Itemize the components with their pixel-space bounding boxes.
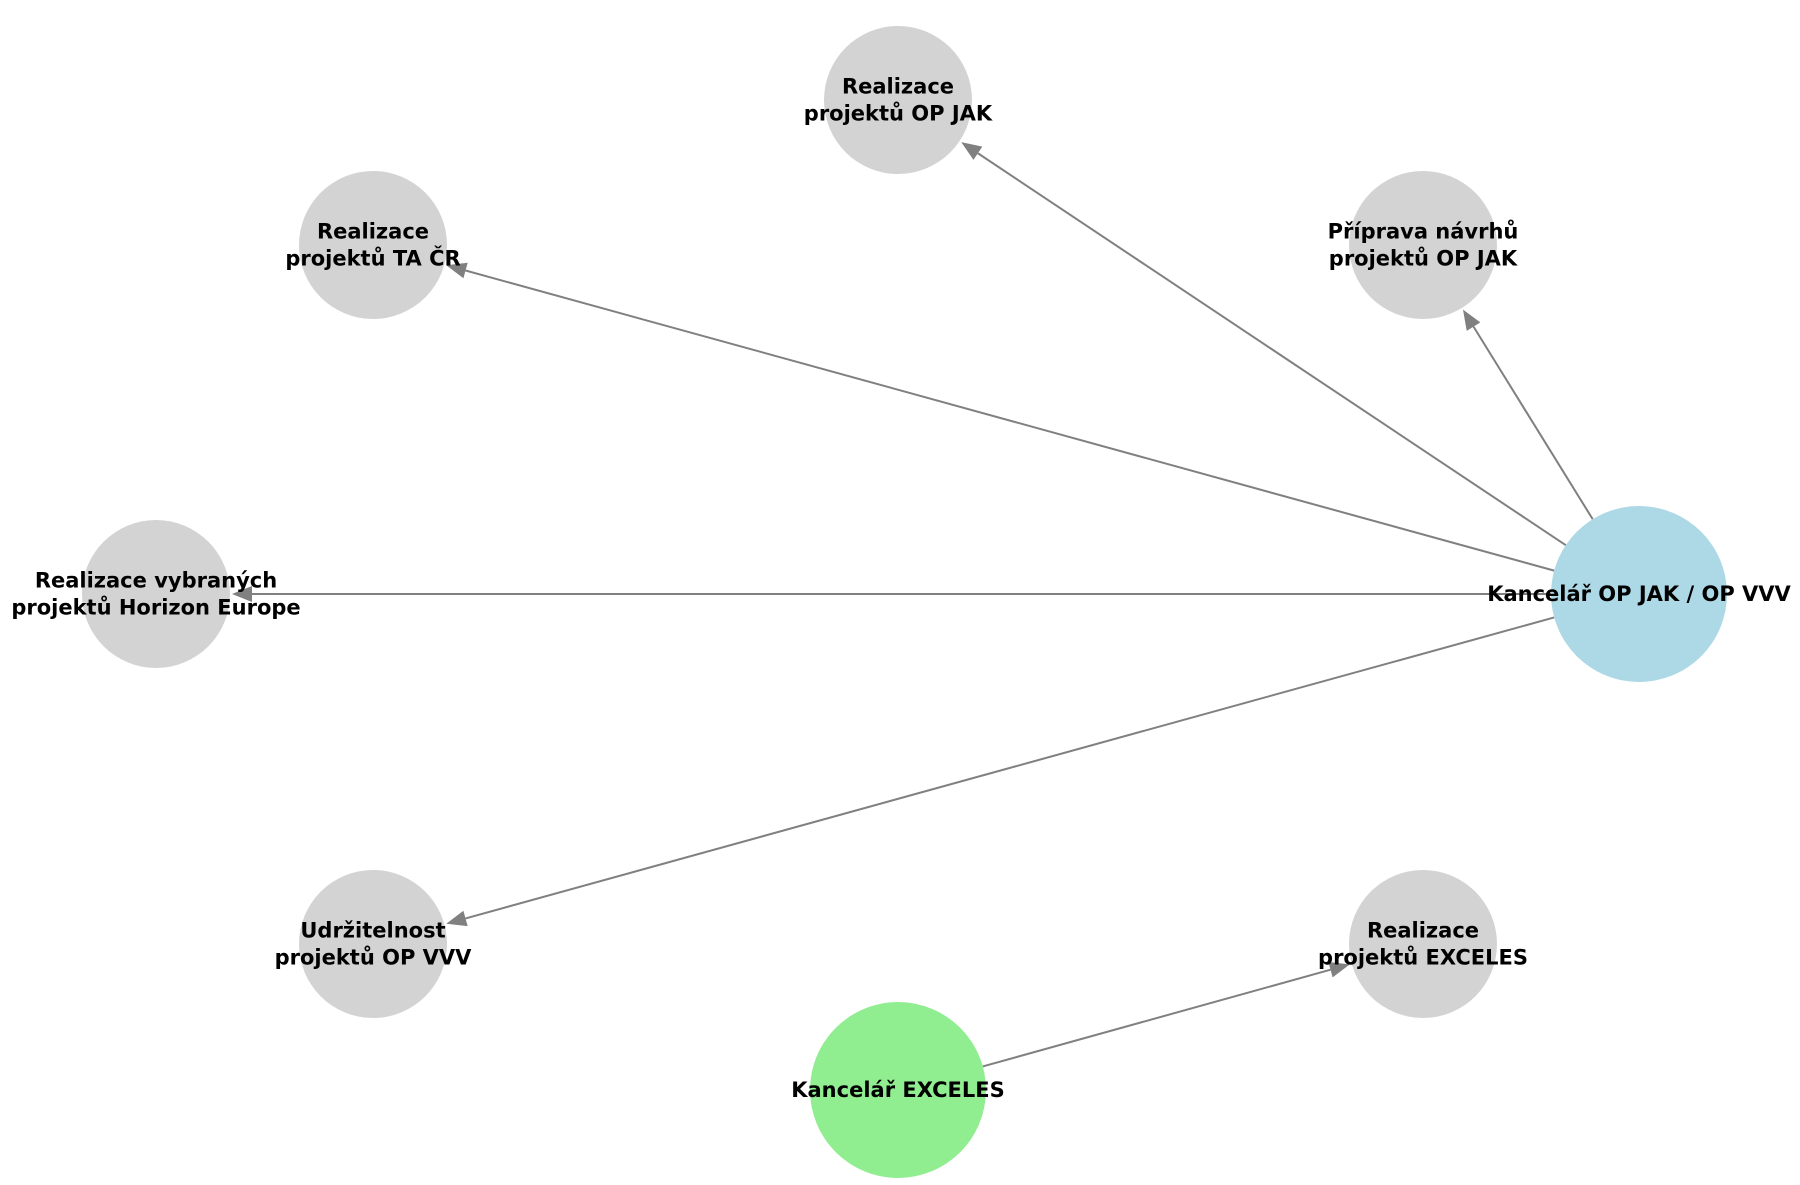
edge-line — [465, 269, 1555, 572]
node-label: Realizace — [317, 220, 429, 244]
nodes-layer: Kancelář OP JAK / OP VVV Kancelář EXCELES… — [11, 26, 1792, 1178]
node-label: projektů Horizon Europe — [11, 596, 300, 620]
edge-line — [982, 968, 1331, 1068]
edge-line — [977, 152, 1567, 547]
node-label: Kancelář EXCELES — [791, 1078, 1005, 1102]
node-realizace-horizon: Realizace vybraných projektů Horizon Euro… — [11, 520, 301, 668]
edge-kancelar-op-jak-to-realizace-op-jak — [961, 142, 1567, 547]
node-label: projektů OP JAK — [1329, 247, 1518, 271]
arrowhead-icon — [446, 910, 468, 927]
node-label: projektů TA ČR — [285, 246, 460, 271]
node-circle — [810, 1002, 986, 1178]
node-label: Příprava návrhů — [1328, 220, 1519, 244]
node-label: projektů EXCELES — [1318, 946, 1528, 970]
node-kancelar-op-jak: Kancelář OP JAK / OP VVV — [1487, 506, 1792, 682]
edge-line — [465, 616, 1555, 920]
arrowhead-icon — [1328, 962, 1350, 978]
edges-layer — [232, 142, 1594, 1068]
node-udrzitelnost-op-vvv: Udržitelnost projektů OP VVV — [275, 870, 473, 1018]
node-label: Realizace vybraných — [35, 569, 277, 593]
node-label: Realizace — [842, 75, 954, 99]
edge-line — [1472, 326, 1594, 520]
edge-kancelar-op-jak-to-realizace-ta-cr — [446, 262, 1555, 572]
node-label: Realizace — [1367, 919, 1479, 943]
node-circle — [82, 520, 230, 668]
node-priprava-op-jak: Příprava návrhů projektů OP JAK — [1328, 171, 1519, 319]
node-circle — [1551, 506, 1727, 682]
node-circle — [299, 171, 447, 319]
node-circle — [1349, 870, 1497, 1018]
arrowhead-icon — [232, 586, 252, 602]
edge-kancelar-op-jak-to-realizace-horizon — [232, 586, 1551, 602]
node-label: Udržitelnost — [300, 919, 445, 943]
edge-kancelar-exceles-to-realizace-exceles — [982, 962, 1350, 1068]
node-kancelar-exceles: Kancelář EXCELES — [791, 1002, 1005, 1178]
node-realizace-op-jak: Realizace projektů OP JAK — [804, 26, 993, 174]
node-realizace-exceles: Realizace projektů EXCELES — [1318, 870, 1528, 1018]
arrowhead-icon — [446, 262, 468, 279]
edge-kancelar-op-jak-to-udrzitelnost-op-vvv — [446, 616, 1555, 927]
edge-kancelar-op-jak-to-priprava-op-jak — [1462, 309, 1594, 520]
node-circle — [824, 26, 972, 174]
node-label: projektů OP JAK — [804, 102, 993, 126]
arrowhead-icon — [961, 142, 983, 160]
node-label: projektů OP VVV — [275, 946, 473, 970]
node-circle — [1349, 171, 1497, 319]
arrowhead-icon — [1462, 309, 1481, 331]
node-label: Kancelář OP JAK / OP VVV — [1487, 582, 1791, 606]
node-circle — [299, 870, 447, 1018]
